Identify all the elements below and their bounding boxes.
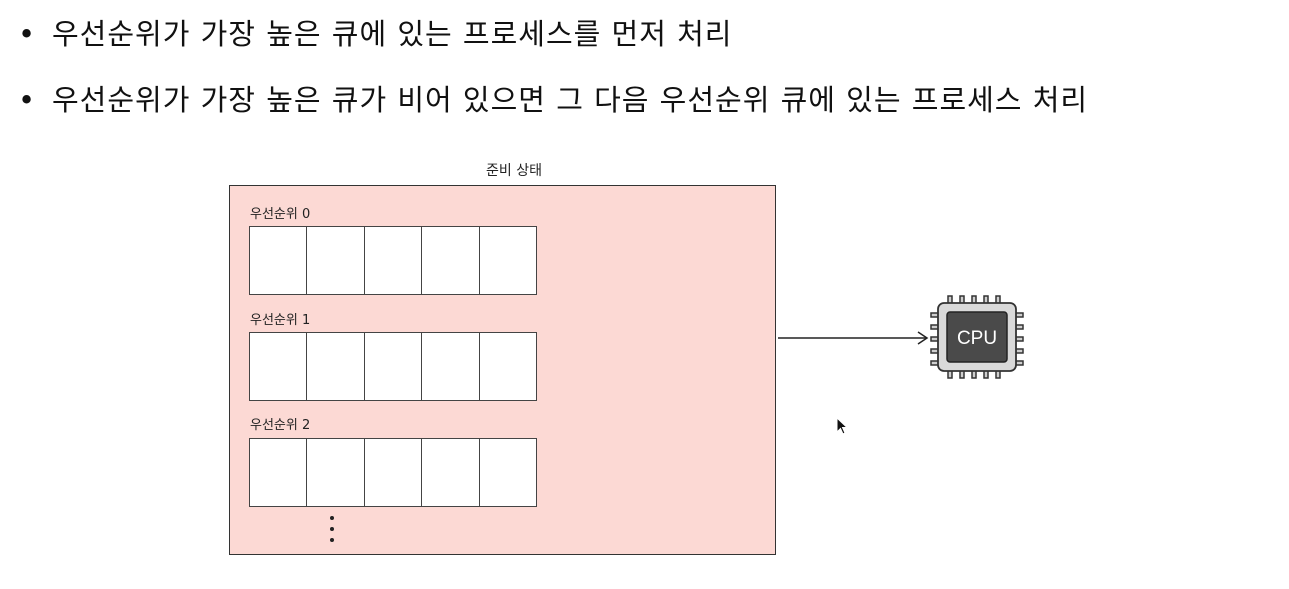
bullet-text: 우선순위가 가장 높은 큐가 비어 있으면 그 다음 우선순위 큐에 있는 프로… (52, 83, 1089, 117)
queue-slot (307, 333, 365, 400)
bullet-item: • 우선순위가 가장 높은 큐에 있는 프로세스를 먼저 처리 (18, 14, 733, 54)
queue-slot (250, 227, 308, 294)
queue-2 (249, 438, 537, 507)
queue-label-1: 우선순위 1 (250, 313, 311, 328)
ready-state-label: 준비 상태 (486, 163, 542, 179)
queue-0 (249, 226, 537, 295)
queue-slot (422, 333, 480, 400)
queue-label-2: 우선순위 2 (250, 418, 311, 433)
queue-slot (479, 439, 537, 506)
cpu-chip-icon: CPU (930, 295, 1024, 379)
queue-slot (479, 333, 537, 400)
bullet-marker: • (18, 83, 37, 117)
bullet-item: • 우선순위가 가장 높은 큐가 비어 있으면 그 다음 우선순위 큐에 있는 프… (18, 80, 1088, 120)
queue-slot (422, 227, 480, 294)
bullet-text: 우선순위가 가장 높은 큐에 있는 프로세스를 먼저 처리 (52, 17, 733, 51)
queue-slot (479, 227, 537, 294)
bullet-marker: • (18, 17, 37, 51)
queue-slot (250, 333, 308, 400)
queue-1 (249, 332, 537, 401)
cpu-label: CPU (957, 328, 997, 349)
queue-slot (364, 439, 423, 506)
mouse-cursor-icon (836, 417, 849, 435)
queue-slot (422, 439, 480, 506)
queue-label-0: 우선순위 0 (250, 207, 311, 222)
ready-state-box: 우선순위 0 우선순위 1 우선순위 2 (229, 185, 776, 555)
queue-slot (250, 439, 308, 506)
queue-slot (364, 333, 423, 400)
queue-slot (307, 439, 365, 506)
queue-slot (307, 227, 365, 294)
queue-slot (364, 227, 423, 294)
arrow-to-cpu-icon (778, 331, 929, 345)
more-queues-ellipsis (330, 516, 336, 549)
